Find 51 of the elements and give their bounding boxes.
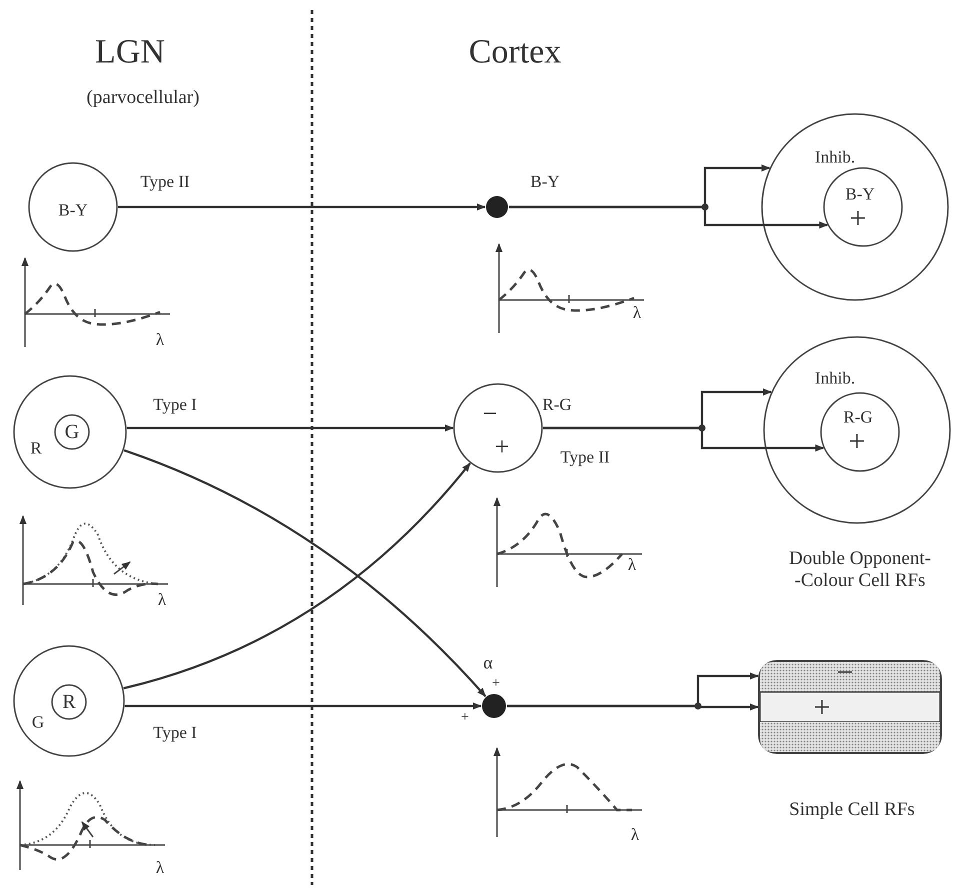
caption-text: Simple Cell RFs [788, 799, 916, 821]
region-subheading: (parvocellular) [86, 87, 200, 109]
surround-circle [763, 336, 951, 524]
arrow [124, 702, 482, 710]
neuron-dot [481, 693, 507, 719]
polarity-sign: + [848, 427, 866, 457]
polarity-sign: + [850, 204, 866, 234]
axis-label: λ [156, 330, 164, 350]
cell-type-label: Type II [560, 448, 610, 466]
arrow [509, 206, 828, 229]
centre-circle [823, 167, 903, 247]
caption-text: Double Opponent- -Colour Cell RFs [788, 548, 932, 592]
cell-circle [13, 375, 127, 489]
cell-circle [28, 162, 118, 252]
arrow [126, 424, 454, 432]
symbol-label: α [483, 652, 493, 674]
polarity-sign: − [482, 401, 498, 427]
cell-label: G [32, 714, 44, 730]
centre-circle [51, 684, 87, 720]
axis-label: λ [628, 555, 636, 575]
polarity-sign: + [494, 434, 510, 460]
axis-label: λ [630, 825, 640, 845]
receptive-field-box [758, 660, 942, 754]
axis-label: λ [158, 590, 166, 610]
axis-label: λ [632, 303, 642, 323]
cell-label: G [64, 422, 80, 442]
cell-label: B-Y [58, 202, 88, 218]
region-heading: Cortex [468, 32, 562, 72]
centre-circle [54, 414, 90, 450]
excitatory-stripe [758, 692, 942, 722]
arrow [543, 426, 824, 452]
neuron-dot [485, 195, 509, 219]
cell-label: Inhib. [814, 370, 856, 386]
inhibitory-stripe [758, 722, 942, 754]
cell-label: R [62, 692, 76, 712]
polarity-sign: + [492, 676, 500, 692]
surround-circle [761, 113, 949, 301]
cell-circle [13, 645, 125, 757]
cell-label: R [30, 440, 42, 456]
arrow [507, 703, 759, 711]
inhibitory-stripe [758, 660, 942, 692]
axis-label: λ [156, 858, 164, 878]
centre-circle [820, 392, 900, 472]
polarity-sign: − [836, 658, 854, 688]
cell-label: B-Y [845, 186, 875, 202]
cell-label: Inhib. [814, 148, 856, 166]
polarity-sign: + [461, 710, 469, 726]
arrow [118, 203, 486, 211]
polarity-sign: + [814, 693, 830, 723]
cell-label: R-G [843, 408, 873, 426]
region-heading: LGN [95, 32, 165, 72]
